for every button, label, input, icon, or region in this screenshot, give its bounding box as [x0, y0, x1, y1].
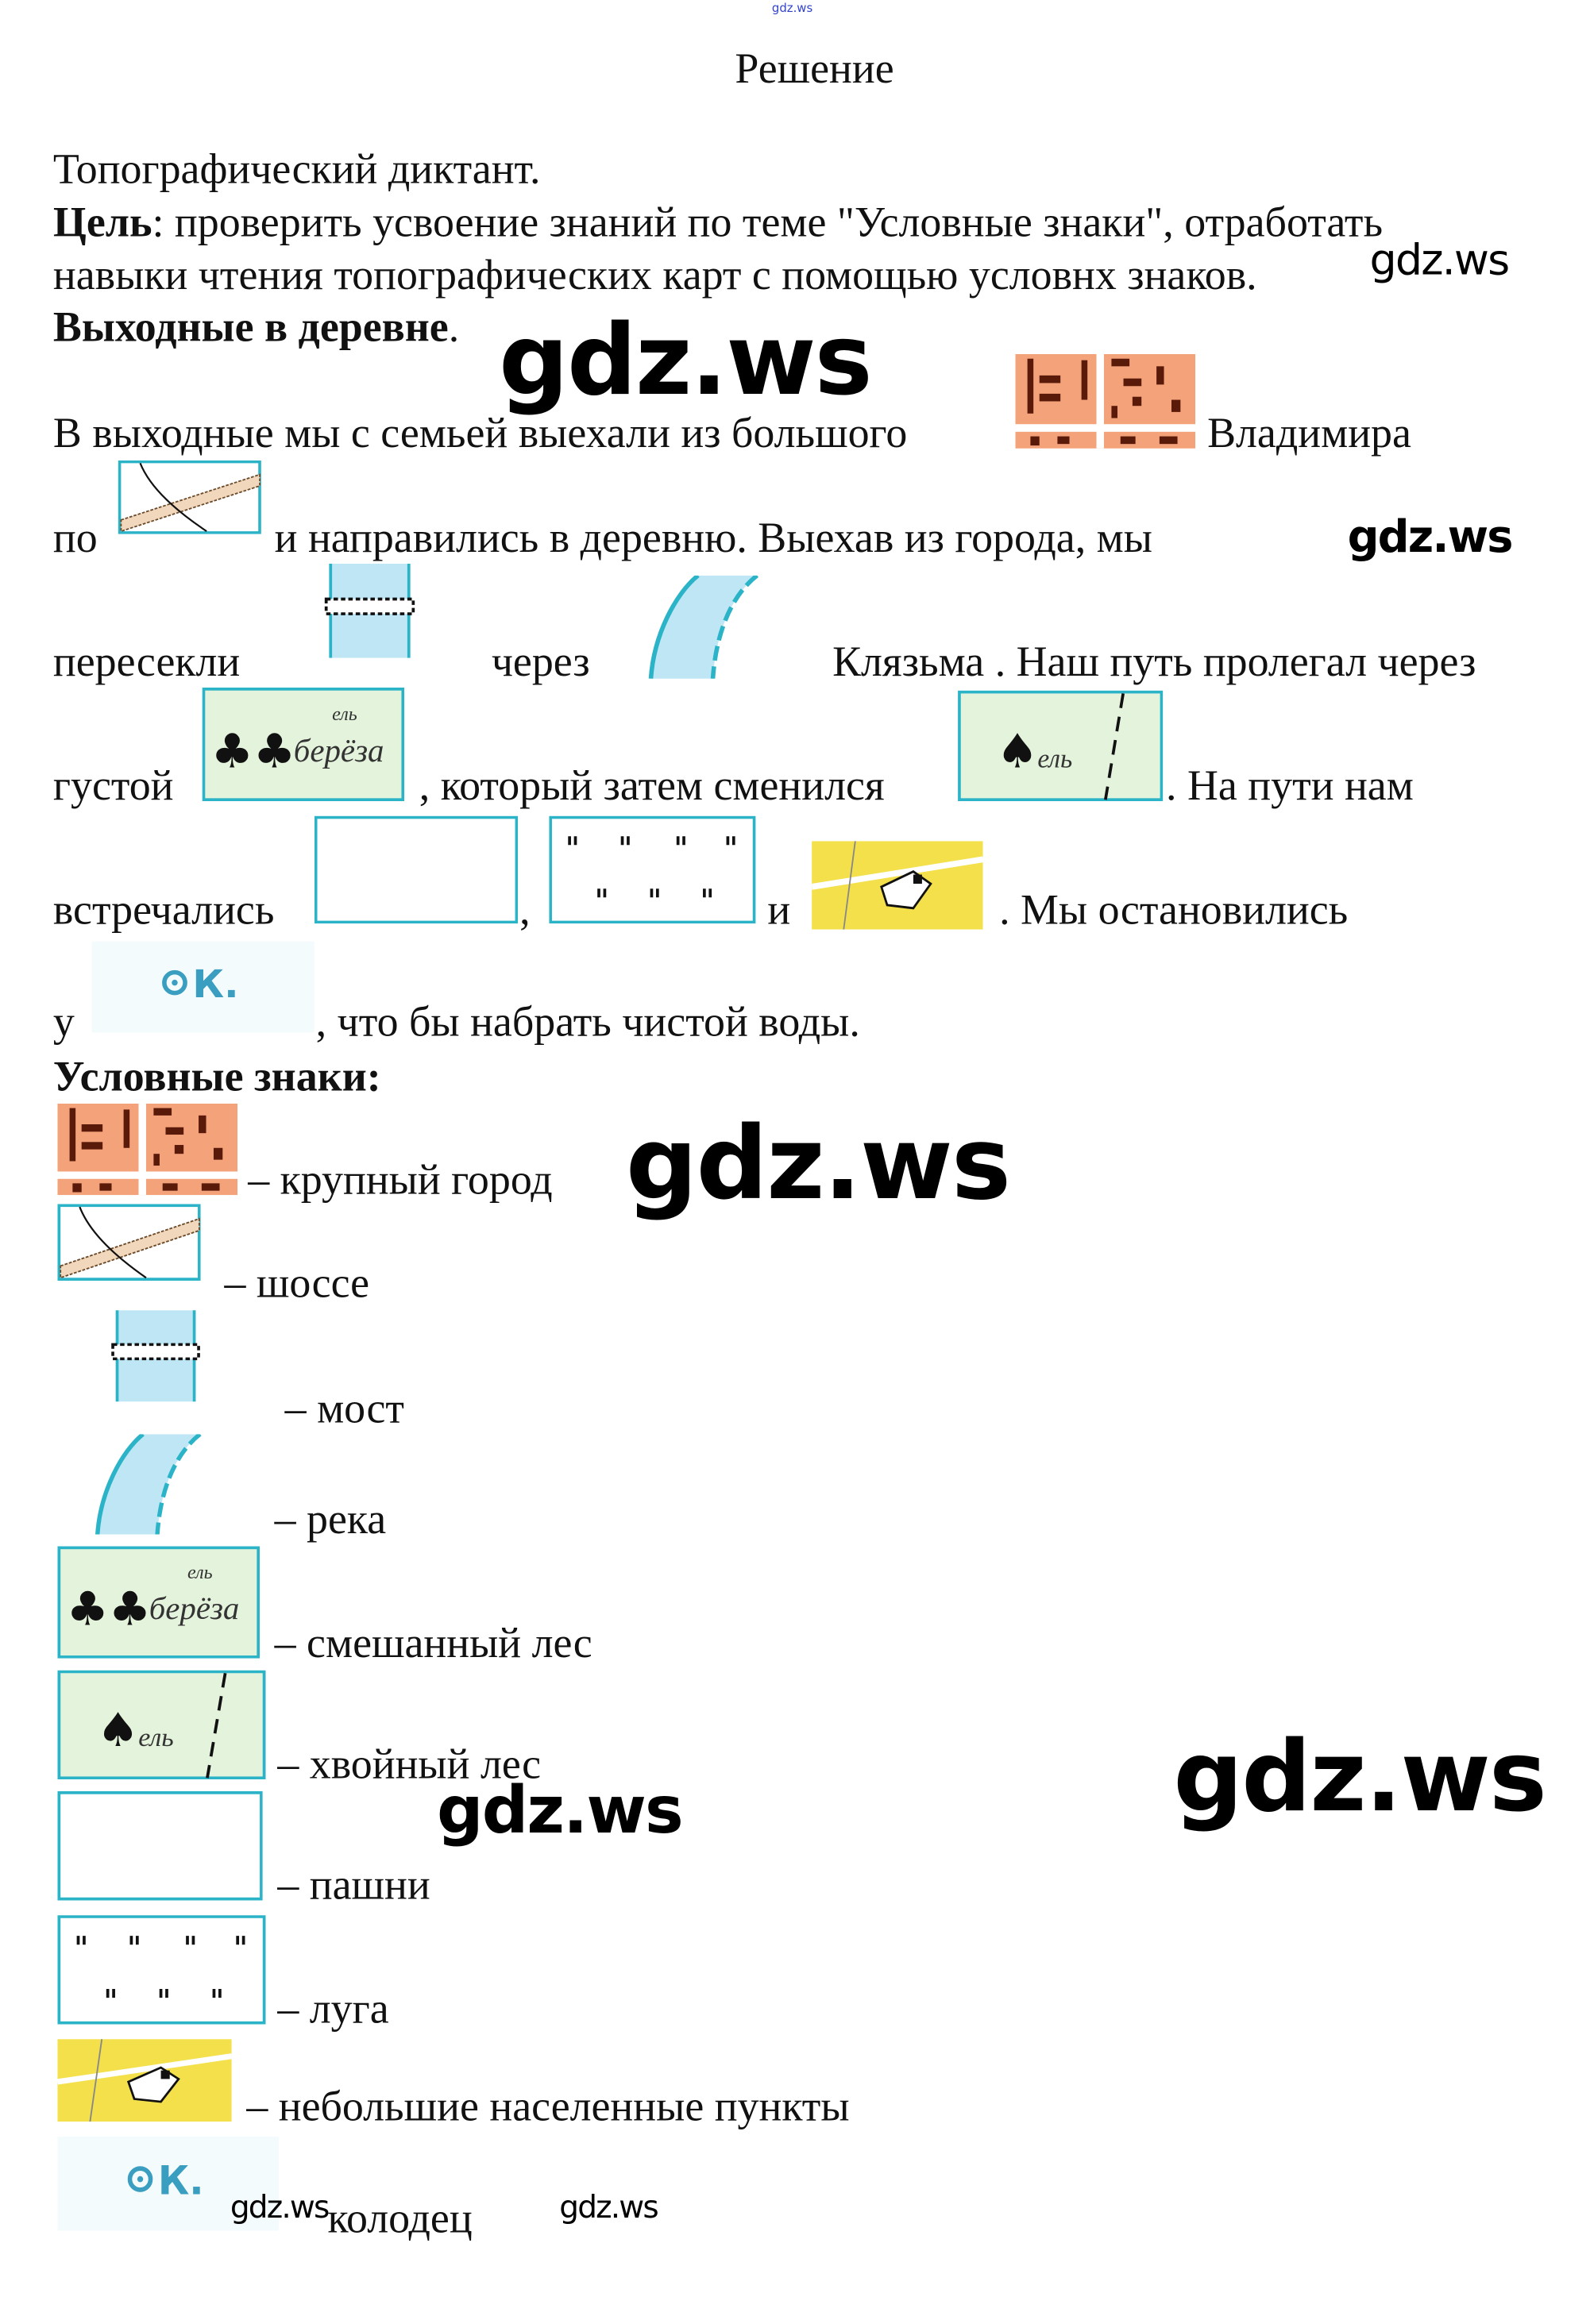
legend-title: Условные знаки:	[52, 1053, 381, 1101]
legend-label: – луга	[277, 1986, 389, 2033]
city-icon	[57, 1104, 238, 1196]
svg-text:берёза: берёза	[149, 1590, 240, 1626]
legend-label: колодец	[327, 2195, 473, 2243]
top-watermark: gdz.ws	[771, 1, 813, 15]
story-text: ,	[519, 886, 531, 935]
svg-text:К.: К.	[158, 2157, 204, 2204]
story-text: через	[491, 638, 590, 687]
story-title-line: Выходные в деревне.	[52, 303, 460, 352]
bridge-icon	[57, 1310, 253, 1402]
goal-text: : проверить усвоение знаний по теме "Усл…	[152, 198, 1384, 247]
watermark: gdz.ws	[230, 2189, 330, 2226]
story-text: , который затем сменился	[419, 762, 885, 811]
highway-icon	[57, 1204, 201, 1281]
watermark: gdz.ws	[499, 303, 873, 418]
watermark: gdz.ws	[1173, 1720, 1547, 1834]
coniferous-forest-icon: ♠ ель	[57, 1670, 266, 1780]
highway-icon	[118, 460, 261, 534]
legend-label: – хвойный лес	[277, 1740, 542, 1789]
meadow-icon	[549, 815, 756, 924]
legend-label: – река	[274, 1496, 387, 1544]
mixed-forest-icon: ♣♣ ель берёза	[202, 687, 405, 802]
watermark: gdz.ws	[559, 2189, 658, 2226]
story-text: густой	[52, 762, 174, 811]
story-text: , что бы набрать чистой воды.	[315, 999, 860, 1046]
goal-line-1: Цель: проверить усвоение знаний по теме …	[53, 202, 1383, 245]
story-text: Клязьма . Наш путь пролегал через	[832, 638, 1476, 687]
svg-text:ель: ель	[1037, 744, 1072, 773]
settlement-icon	[57, 2039, 232, 2122]
city-icon	[1015, 353, 1196, 449]
coniferous-forest-icon: ♠ ель	[958, 690, 1164, 802]
meadow-icon	[57, 1915, 266, 2025]
watermark: gdz.ws	[1347, 511, 1514, 564]
svg-text:♣♣: ♣♣	[211, 724, 296, 779]
legend-label: – мост	[284, 1385, 404, 1433]
svg-text:ель: ель	[332, 703, 357, 725]
story-text: у	[52, 999, 75, 1046]
story-text: и направились в деревню. Выехав из город…	[274, 515, 1152, 563]
page-title: Решение	[735, 45, 894, 94]
legend-label: – шоссе	[224, 1259, 370, 1308]
story-text: Владимира	[1207, 410, 1411, 458]
goal-label: Цель	[52, 198, 152, 247]
legend-label: – крупный город	[248, 1156, 553, 1204]
watermark: gdz.ws	[1369, 234, 1511, 285]
arable-land-icon	[57, 1790, 263, 1901]
story-text: . Мы остановились	[999, 886, 1349, 935]
svg-text:♠: ♠	[996, 724, 1038, 779]
watermark: gdz.ws	[625, 1106, 1011, 1224]
goal-line-2: навыки чтения топографических карт с пом…	[52, 252, 1257, 300]
story-text: встречались	[52, 886, 275, 935]
svg-text:берёза: берёза	[294, 733, 384, 769]
story-text: пересекли	[52, 638, 241, 687]
legend-label: – небольшие населенные пункты	[246, 2083, 850, 2131]
settlement-icon	[812, 841, 983, 930]
bridge-icon	[270, 563, 469, 658]
story-text: . На пути нам	[1166, 762, 1414, 811]
intro-heading: Топографический диктант.	[52, 145, 541, 194]
svg-text:К.: К.	[192, 962, 238, 1007]
arable-land-icon	[314, 815, 519, 924]
well-icon: К.	[91, 941, 315, 1033]
mixed-forest-icon: ♣♣ ель берёза	[57, 1546, 261, 1659]
story-text: В выходные мы с семьей выехали из большо…	[52, 410, 908, 458]
svg-text:♣♣: ♣♣	[67, 1582, 152, 1636]
watermark: gdz.ws	[437, 1773, 684, 1849]
story-title-dot: .	[448, 303, 460, 352]
story-text: и	[767, 886, 791, 935]
legend-label: – смешанный лес	[274, 1620, 592, 1667]
well-icon: К.	[57, 2136, 280, 2231]
river-icon	[57, 1434, 264, 1535]
svg-text:ель: ель	[187, 1563, 213, 1583]
story-title: Выходные в деревне	[52, 303, 449, 352]
story-text: по	[52, 515, 98, 563]
legend-label: – пашни	[277, 1862, 430, 1910]
svg-text:♠: ♠	[96, 1704, 139, 1758]
river-icon	[609, 575, 823, 679]
svg-text:ель: ель	[138, 1723, 173, 1752]
